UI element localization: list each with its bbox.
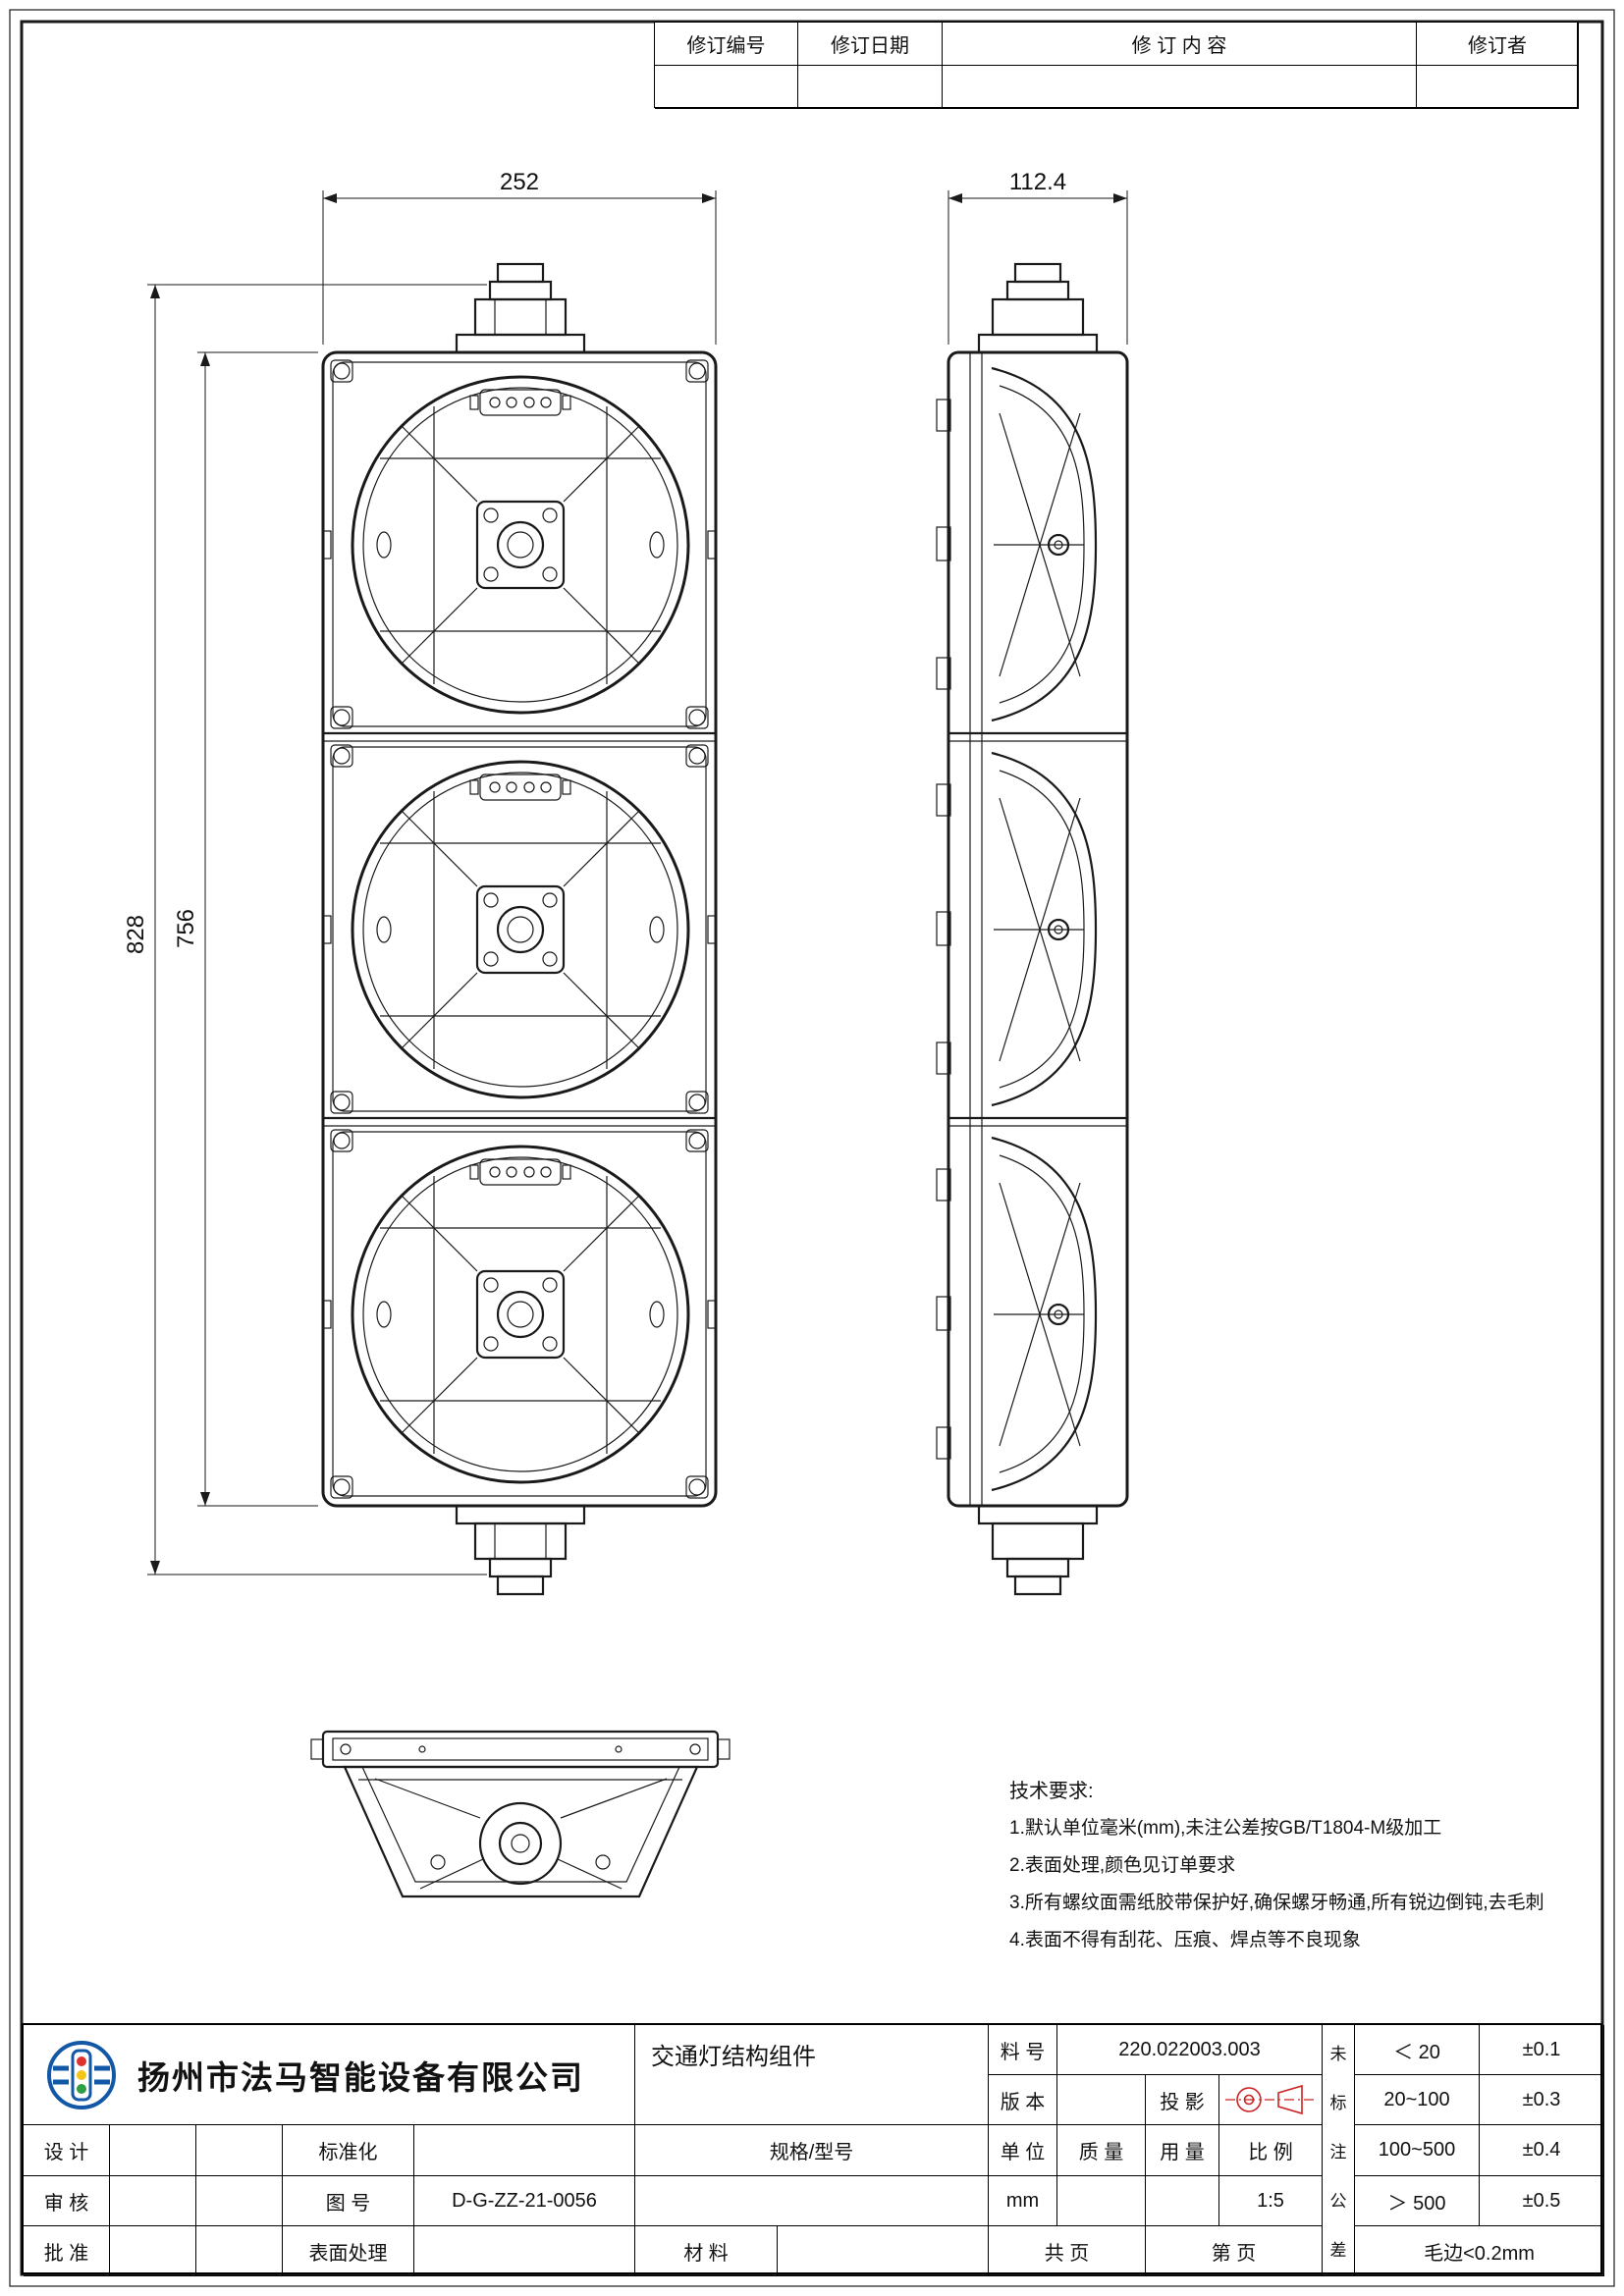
tolerance-value: ±0.3 (1480, 2075, 1604, 2125)
mass-label: 质 量 (1057, 2125, 1146, 2176)
lamp-section-top (321, 358, 718, 730)
side-bottom-connector (977, 1504, 1099, 1596)
tolerance-range: 20~100 (1355, 2075, 1480, 2125)
standardize-label: 标准化 (283, 2125, 414, 2176)
unit-label: 单 位 (989, 2125, 1057, 2176)
dimension-overall-height: 828 (123, 284, 487, 1575)
drawing-no-value: D-G-ZZ-21-0056 (414, 2176, 635, 2226)
design-date-cell (196, 2125, 283, 2176)
side-section-middle (935, 751, 1098, 1107)
tolerance-header-char: 未 (1329, 2044, 1347, 2063)
tolerance-value: ±0.1 (1480, 2025, 1604, 2075)
dim-text-756: 756 (173, 909, 199, 948)
dim-text-112-4: 112.4 (1009, 169, 1066, 195)
lamp-section-middle (321, 743, 718, 1115)
part-name-cell: 交通灯结构组件 (635, 2025, 989, 2125)
company-name: 扬州市法马智能设备有限公司 (137, 2058, 584, 2096)
part-no-label: 料 号 (989, 2025, 1057, 2075)
surface-value (414, 2226, 635, 2276)
revision-header-no: 修订编号 (655, 23, 798, 66)
standardize-value (414, 2125, 635, 2176)
revision-table: 修订编号 修订日期 修 订 内 容 修订者 (654, 22, 1579, 109)
dim-text-828: 828 (123, 915, 149, 954)
design-name-cell (110, 2125, 196, 2176)
revision-header-author: 修订者 (1417, 23, 1579, 66)
side-section-bottom (935, 1136, 1098, 1492)
approve-date-cell (196, 2226, 283, 2276)
page-no-cell: 第 页 (1146, 2226, 1323, 2276)
tolerance-value: ±0.5 (1480, 2176, 1604, 2226)
tech-requirement-item: 1.默认单位毫米(mm),未注公差按GB/T1804-M级加工 (1009, 1818, 1442, 1839)
material-label: 材 料 (635, 2226, 778, 2276)
version-value (1057, 2075, 1146, 2125)
approve-name-cell (110, 2226, 196, 2276)
scale-label: 比 例 (1219, 2125, 1323, 2176)
approve-label: 批 准 (24, 2226, 110, 2276)
tolerance-range: 100~500 (1355, 2125, 1480, 2176)
dimension-side-depth: 112.4 (947, 169, 1128, 345)
version-label: 版 本 (989, 2075, 1057, 2125)
side-section-dividers (948, 731, 1127, 1127)
drawing-no-label: 图 号 (283, 2176, 414, 2226)
check-label: 审 核 (24, 2176, 110, 2226)
tech-requirement-item: 3.所有螺纹面需纸胶带保护好,确保螺牙畅通,所有锐边倒钝,去毛刺 (1009, 1893, 1544, 1913)
spec-label: 规格/型号 (635, 2125, 989, 2176)
pages-total-cell: 共 页 (989, 2226, 1146, 2276)
side-section-top (935, 366, 1098, 722)
scale-value: 1:5 (1219, 2176, 1323, 2226)
side-top-connector (977, 262, 1099, 354)
tolerance-header-char: 注 (1329, 2142, 1347, 2162)
tech-requirement-item: 4.表面不得有刮花、压痕、焊点等不良现象 (1009, 1930, 1361, 1950)
revision-row-cell (1417, 66, 1579, 109)
tolerance-vertical-header: 未 标 注 公 差 (1323, 2025, 1355, 2276)
check-date-cell (196, 2176, 283, 2226)
quantity-label: 用 量 (1146, 2125, 1219, 2176)
company-cell: 扬州市法马智能设备有限公司 (24, 2025, 635, 2125)
spec-value (635, 2176, 989, 2226)
tolerance-range: ＜ 20 (1355, 2025, 1480, 2075)
projection-symbol-cell (1219, 2075, 1323, 2125)
tolerance-header-char: 标 (1329, 2093, 1347, 2112)
front-body-outline (321, 350, 718, 1508)
quantity-value (1146, 2176, 1219, 2226)
bottom-view (310, 1730, 731, 1898)
surface-label: 表面处理 (283, 2226, 414, 2276)
projection-label: 投 影 (1146, 2075, 1219, 2125)
tolerance-range: ＞ 500 (1355, 2176, 1480, 2226)
front-section-dividers (323, 731, 716, 1127)
company-logo (47, 2040, 116, 2109)
tech-requirements-title: 技术要求: (1009, 1781, 1094, 1802)
unit-value: mm (989, 2176, 1057, 2226)
dimension-body-height: 756 (173, 351, 318, 1507)
tolerance-value: ±0.4 (1480, 2125, 1604, 2176)
front-view (321, 262, 718, 1596)
dim-text-252: 252 (500, 169, 539, 195)
design-label: 设 计 (24, 2125, 110, 2176)
material-value (778, 2226, 989, 2276)
revision-header-content: 修 订 内 容 (943, 23, 1417, 66)
technical-requirements: 技术要求: 1.默认单位毫米(mm),未注公差按GB/T1804-M级加工 2.… (1009, 1773, 1544, 1959)
part-no-value: 220.022003.003 (1057, 2025, 1323, 2075)
burr-tolerance-cell: 毛边<0.2mm (1355, 2226, 1604, 2276)
tech-requirement-item: 2.表面处理,颜色见订单要求 (1009, 1855, 1236, 1876)
revision-row-cell (943, 66, 1417, 109)
revision-row-cell (798, 66, 943, 109)
dimension-front-width: 252 (322, 169, 717, 345)
revision-row-cell (655, 66, 798, 109)
check-name-cell (110, 2176, 196, 2226)
revision-header-date: 修订日期 (798, 23, 943, 66)
tolerance-header-char: 差 (1329, 2241, 1347, 2261)
front-top-connector (455, 262, 586, 354)
title-block: 扬州市法马智能设备有限公司 交通灯结构组件 料 号 220.022003.003… (22, 2023, 1604, 2276)
side-view (935, 262, 1129, 1596)
front-bottom-connector (455, 1504, 586, 1596)
third-angle-projection-icon (1225, 2084, 1316, 2115)
mass-value (1057, 2176, 1146, 2226)
tolerance-header-char: 公 (1329, 2192, 1347, 2212)
lamp-section-bottom (321, 1128, 718, 1500)
